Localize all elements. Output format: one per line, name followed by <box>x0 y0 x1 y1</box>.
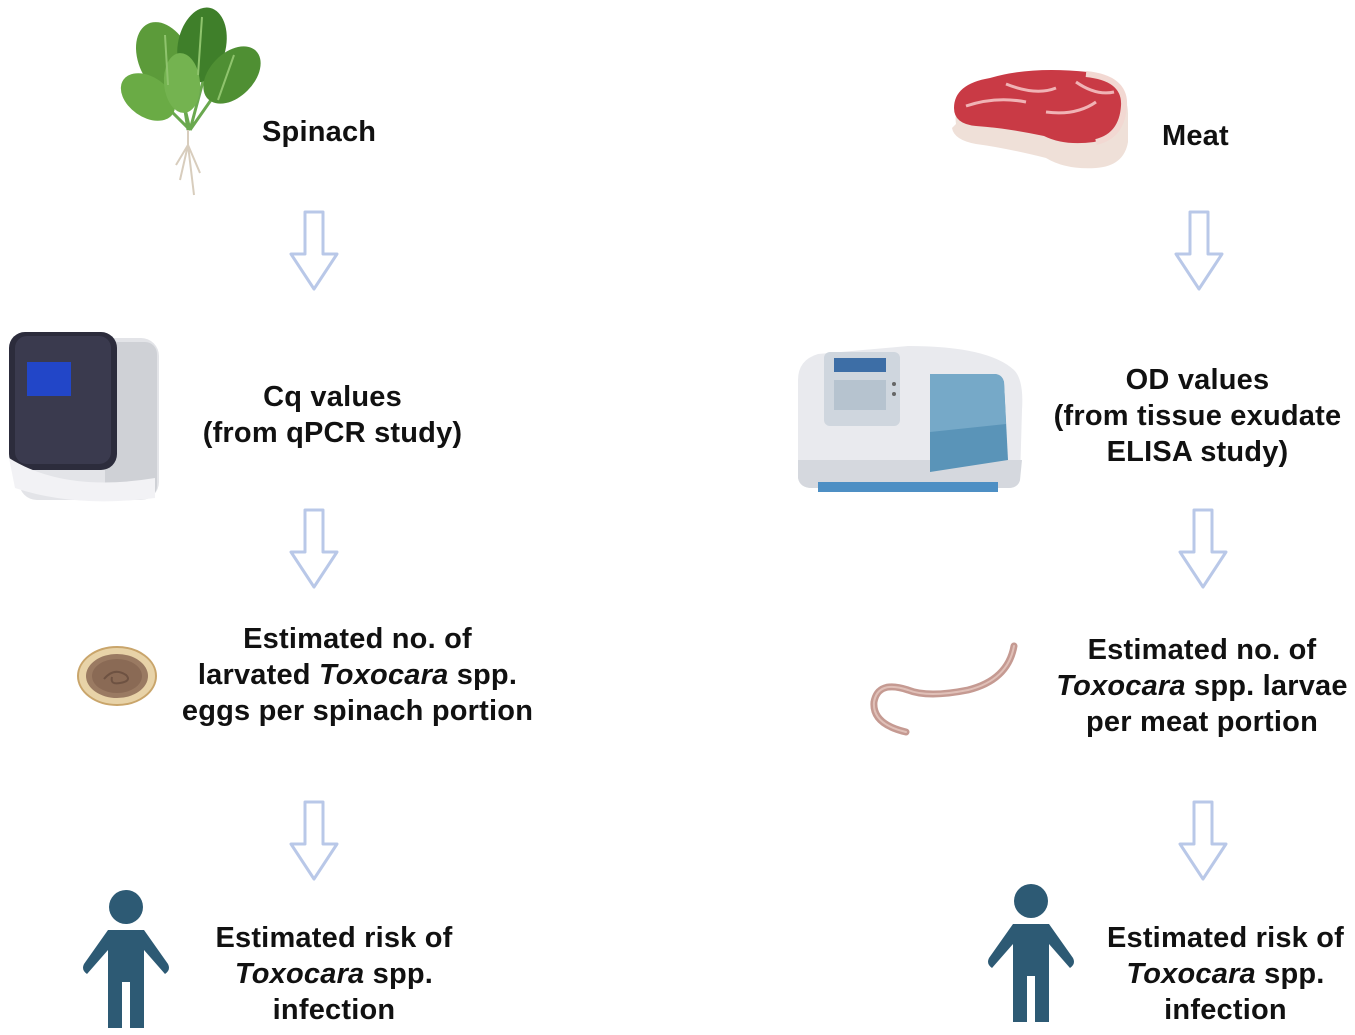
risk-label: Estimated risk of Toxocara spp. infectio… <box>205 920 463 1028</box>
cq-values-label: Cq values (from qPCR study) <box>195 379 470 451</box>
egg-estimate-prefix: larvated <box>197 659 319 691</box>
qpcr-source: (from qPCR study) <box>202 417 463 449</box>
od-values-label: OD values (from tissue exudate ELISA stu… <box>1045 362 1350 470</box>
egg-estimate-label: Estimated no. of larvated Toxocara spp. … <box>175 621 540 729</box>
down-arrow-icon <box>1174 210 1224 292</box>
larvae-estimate-suffix: spp. larvae <box>1185 670 1348 702</box>
larvae-estimate-line2: Toxocara spp. larvae <box>1052 668 1352 704</box>
larvae-estimate-line1: Estimated no. of <box>1087 634 1317 666</box>
genus-name: Toxocara <box>1056 670 1186 702</box>
spectrophotometer-elisa-reader-icon <box>788 340 1028 494</box>
down-arrow-icon <box>1178 800 1228 882</box>
down-arrow-icon <box>289 508 339 590</box>
risk-suffix: spp. <box>1255 958 1325 990</box>
cq-values-title: Cq values <box>263 381 402 413</box>
larva-worm-icon <box>868 640 1018 738</box>
od-values-title: OD values <box>1125 364 1270 396</box>
meat-label: Meat <box>1162 120 1229 152</box>
genus-name: Toxocara <box>1126 958 1256 990</box>
larvae-estimate-line3: per meat portion <box>1086 706 1318 738</box>
genus-name: Toxocara <box>234 958 365 990</box>
risk-line2: Toxocara spp. <box>1098 956 1353 992</box>
spinach-label: Spinach <box>262 116 377 148</box>
elisa-source-line1: (from tissue exudate <box>1053 400 1342 432</box>
risk-label: Estimated risk of Toxocara spp. infectio… <box>1098 920 1353 1028</box>
egg-estimate-line1: Estimated no. of <box>243 623 472 655</box>
elisa-source-line2: ELISA study) <box>1106 436 1289 468</box>
down-arrow-icon <box>1178 508 1228 590</box>
person-icon <box>985 882 1077 1024</box>
risk-line3: infection <box>1164 994 1287 1026</box>
down-arrow-icon <box>289 800 339 882</box>
egg-estimate-line3: eggs per spinach portion <box>181 695 534 727</box>
risk-suffix: spp. <box>364 958 434 990</box>
risk-line1: Estimated risk of <box>215 922 453 954</box>
genus-name: Toxocara <box>318 659 449 691</box>
meat-column: Meat OD values (from tissue exudate ELIS… <box>680 0 1355 1035</box>
qpcr-machine-icon <box>5 328 165 506</box>
risk-line3: infection <box>272 994 396 1026</box>
risk-line1: Estimated risk of <box>1106 922 1345 954</box>
down-arrow-icon <box>289 210 339 292</box>
person-icon <box>80 888 172 1030</box>
spinach-leaves-icon <box>110 5 270 200</box>
spinach-column: Spinach Cq values (from qPCR study) Est <box>5 5 540 1030</box>
egg-estimate-suffix: spp. <box>448 659 518 691</box>
raw-meat-steak-icon <box>946 66 1134 174</box>
larvated-egg-icon <box>76 645 158 707</box>
risk-line2: Toxocara spp. <box>205 956 463 992</box>
egg-estimate-line2: larvated Toxocara spp. <box>175 657 540 693</box>
larvae-estimate-label: Estimated no. of Toxocara spp. larvae pe… <box>1052 632 1352 740</box>
